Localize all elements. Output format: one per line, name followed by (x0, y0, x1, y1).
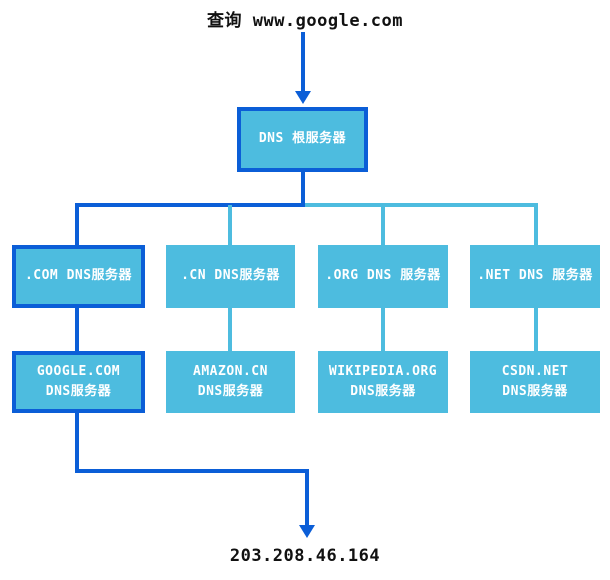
query-arrowhead-icon (295, 91, 311, 104)
query-arrow-line (301, 32, 305, 93)
tld-server-label-com: .COM DNS服务器 (24, 268, 133, 284)
tld-server-label-net: .NET DNS 服务器 (477, 268, 593, 284)
connector-root-stem (301, 170, 305, 207)
auth-server-box-csdn: CSDN.NET DNS服务器 (470, 351, 600, 413)
connector-bus-left (75, 203, 305, 207)
auth-server-box-wikipedia: WIKIPEDIA.ORG DNS服务器 (318, 351, 448, 413)
tld-server-box-org: .ORG DNS 服务器 (318, 245, 448, 308)
query-title: 查询 www.google.com (206, 11, 404, 31)
tld-server-label-cn: .CN DNS服务器 (181, 268, 280, 284)
tld-server-box-net: .NET DNS 服务器 (470, 245, 600, 308)
result-path-vertical-right (305, 469, 309, 526)
connector-net-csdn (534, 307, 538, 351)
tld-server-box-cn: .CN DNS服务器 (166, 245, 295, 308)
auth-server-box-amazon: AMAZON.CN DNS服务器 (166, 351, 295, 413)
result-path-vertical-left (75, 413, 79, 473)
result-arrowhead-icon (299, 525, 315, 538)
auth-server-label-amazon-2: DNS服务器 (197, 384, 264, 399)
connector-org-wikipedia (381, 307, 385, 351)
auth-server-label-wikipedia-2: DNS服务器 (350, 384, 416, 399)
resolved-ip: 203.208.46.164 (229, 546, 381, 566)
result-path-horizontal (75, 469, 309, 473)
auth-server-label-wikipedia-1: WIKIPEDIA.ORG (328, 363, 438, 379)
auth-server-label-csdn-1: CSDN.NET (501, 363, 569, 379)
tld-server-label-org: .ORG DNS 服务器 (325, 268, 441, 284)
tld-server-box-com: .COM DNS服务器 (12, 245, 145, 308)
auth-server-label-google-2: DNS服务器 (45, 384, 112, 399)
connector-com-google (75, 307, 79, 351)
root-server-label: DNS 根服务器 (258, 131, 347, 147)
auth-server-box-google: GOOGLE.COM DNS服务器 (12, 351, 145, 413)
connector-cn-amazon (228, 307, 232, 351)
auth-server-label-google-1: GOOGLE.COM (36, 363, 121, 379)
auth-server-label-amazon-1: AMAZON.CN (193, 363, 268, 379)
auth-server-label-csdn-2: DNS服务器 (502, 384, 568, 399)
connector-drop-cn (228, 205, 232, 245)
connector-bus-right (305, 203, 538, 207)
root-server-box: DNS 根服务器 (237, 107, 368, 172)
connector-drop-com (75, 203, 79, 245)
connector-drop-org (381, 205, 385, 245)
connector-drop-net (534, 205, 538, 245)
